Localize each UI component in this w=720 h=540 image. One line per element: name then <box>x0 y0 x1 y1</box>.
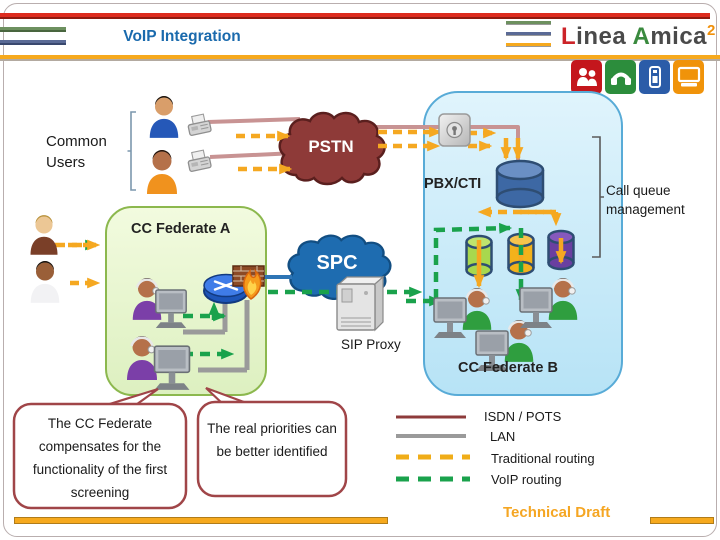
people-icon <box>571 60 602 94</box>
cc-federate-a-label: CC Federate A <box>131 221 231 237</box>
visitor-male-icon <box>30 215 58 255</box>
logo-icons <box>571 60 704 94</box>
sip-proxy-icon <box>336 275 385 332</box>
logo-letter-l: L <box>561 23 577 50</box>
callout-right-text: The real priorities can be better identi… <box>207 421 337 459</box>
gateway-icon <box>438 113 471 147</box>
callout-left-text: The CC Federate compensates for the func… <box>32 416 168 500</box>
flame-icon <box>243 268 262 300</box>
logo-green-bar <box>506 21 551 25</box>
legend-label-lan: LAN <box>490 429 516 444</box>
callout-right-bubble <box>196 386 348 498</box>
pstn-label: PSTN <box>308 137 354 156</box>
slide-border <box>3 3 717 537</box>
visitor-arrows <box>68 239 101 289</box>
callout-left-bubble <box>12 387 188 510</box>
logo-letter-a: A <box>632 23 651 50</box>
visitor-female-icon <box>30 261 60 303</box>
sip-proxy-label: SIP Proxy <box>341 337 401 352</box>
computer-icon <box>673 60 704 94</box>
legend-label-isdn: ISDN / POTS <box>484 409 562 424</box>
top-green-bar <box>0 27 66 32</box>
top-orange-bar <box>0 55 720 61</box>
fax-icon <box>185 112 213 137</box>
logo-blue-bar <box>506 32 551 36</box>
common-user-male-icon <box>149 96 179 138</box>
handset-icon <box>605 60 636 94</box>
mobile-phone-icon <box>639 60 670 94</box>
common-users-label: Common Users <box>46 133 107 171</box>
common-user-female-icon <box>147 150 177 194</box>
common-users-bracket <box>127 111 136 191</box>
fax-icon <box>185 148 213 173</box>
page-title: VoIP Integration <box>123 28 241 45</box>
top-blue-bar <box>0 40 66 45</box>
legend-label-voip: VoIP routing <box>491 472 562 487</box>
pbx-cti-label: PBX/CTI <box>424 176 482 192</box>
call-queue-bracket <box>592 136 604 258</box>
logo-orange-bar <box>506 43 551 47</box>
top-red-bar <box>0 13 710 19</box>
footer-orange-bar-left <box>14 517 388 524</box>
call-queue-label: Call queue management <box>606 183 685 217</box>
queue-cylinders <box>465 159 575 278</box>
legend-label-traditional: Traditional routing <box>491 451 595 466</box>
cc-federate-b-label: CC Federate B <box>458 360 558 376</box>
spc-label: SPC <box>316 252 358 274</box>
status-technical-draft: Technical Draft <box>503 504 611 521</box>
footer-orange-bar-right <box>650 517 714 524</box>
traditional-routing-lines <box>236 126 556 224</box>
brand-logo: Linea Amica2 <box>561 22 716 50</box>
pbx-cylinder <box>495 159 545 209</box>
logo-superscript: 2 <box>707 22 716 39</box>
